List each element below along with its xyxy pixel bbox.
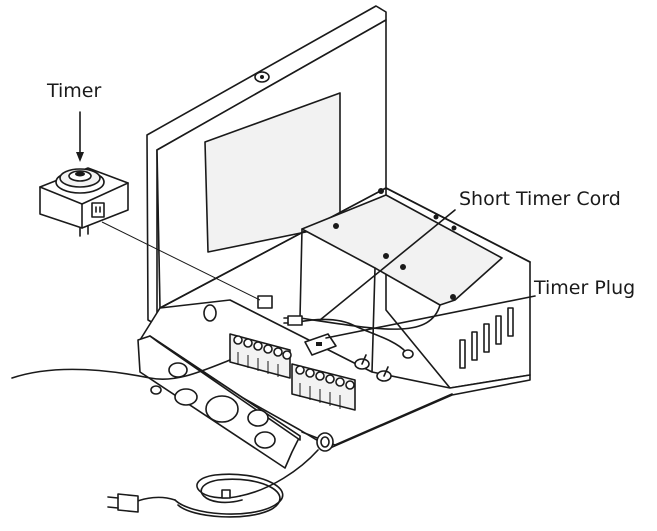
label-short-timer-cord: Short Timer Cord xyxy=(459,188,621,210)
cord-plug xyxy=(287,315,303,326)
label-timer: Timer xyxy=(47,80,102,102)
timer-device xyxy=(39,167,261,301)
leader-lines xyxy=(76,111,536,339)
timer-outlet xyxy=(91,202,105,218)
terminal-block-right xyxy=(291,363,356,411)
label-timer-plug: Timer Plug xyxy=(534,277,636,299)
power-plug xyxy=(117,493,139,513)
terminal-block-left xyxy=(229,333,292,379)
side-vents xyxy=(459,307,514,369)
short-timer-cord xyxy=(283,315,414,359)
knockout-hole xyxy=(203,304,217,322)
power-cord xyxy=(107,449,319,518)
timer-socket xyxy=(257,295,273,309)
open-lid xyxy=(146,5,387,326)
incoming-wire xyxy=(11,359,231,380)
front-plate xyxy=(137,335,334,469)
toggle-switches xyxy=(354,354,392,382)
timer-plug-receptacle xyxy=(304,333,337,356)
